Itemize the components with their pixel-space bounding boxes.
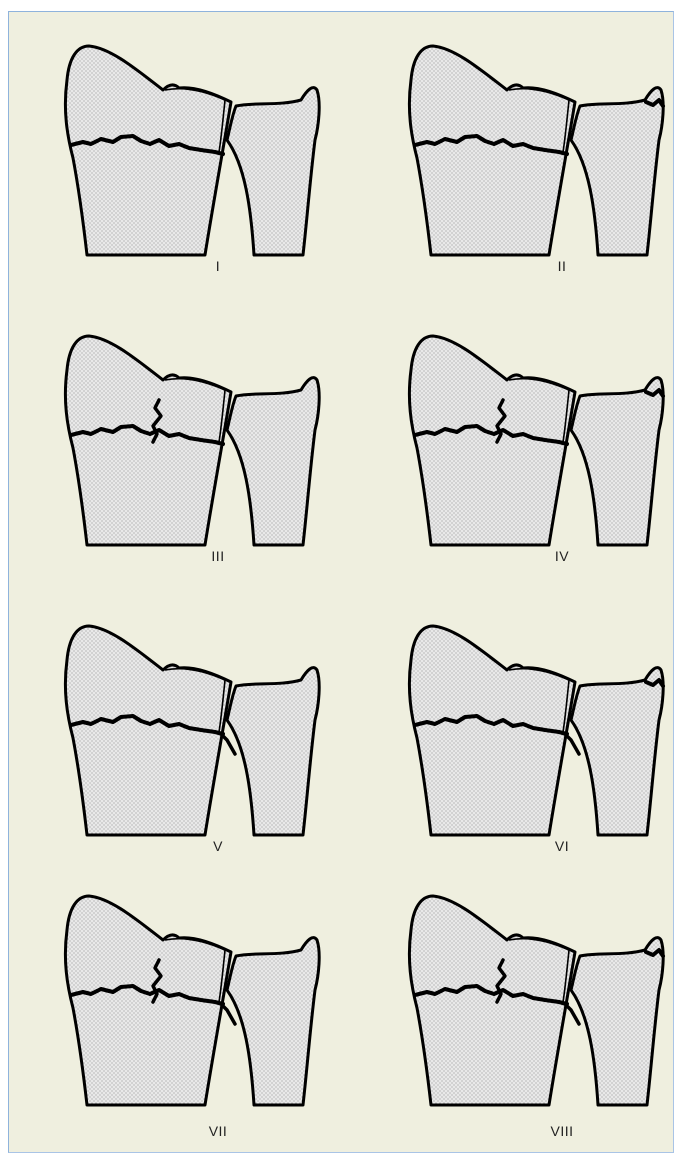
- panel-VII: VII: [55, 890, 355, 1166]
- ulna-bone: [227, 938, 319, 1105]
- wrist-group: [65, 626, 319, 835]
- ulna-bone: [227, 668, 319, 835]
- panel-III: III: [55, 330, 355, 606]
- ulna-bone: [227, 378, 319, 545]
- figure-frame: I II III IV V VI VII VIII: [8, 11, 674, 1153]
- panel-label-II: II: [558, 258, 567, 274]
- wrist-diagram-VII: [55, 890, 355, 1166]
- wrist-diagram-VI: [399, 620, 679, 896]
- wrist-diagram-I: [55, 40, 355, 316]
- panel-label-VII: VII: [209, 1123, 228, 1139]
- wrist-diagram-IV: [399, 330, 679, 606]
- panel-II: II: [399, 40, 679, 316]
- panel-I: I: [55, 40, 355, 316]
- panel-IV: IV: [399, 330, 679, 606]
- ulna-bone: [571, 668, 663, 835]
- panel-V: V: [55, 620, 355, 896]
- wrist-diagram-III: [55, 330, 355, 606]
- panel-VI: VI: [399, 620, 679, 896]
- panel-label-V: V: [213, 838, 223, 854]
- wrist-group: [409, 626, 663, 835]
- wrist-diagram-VIII: [399, 890, 679, 1166]
- wrist-group: [409, 336, 663, 545]
- ulna-bone: [227, 88, 319, 255]
- panel-label-VIII: VIII: [550, 1123, 573, 1139]
- panel-label-I: I: [216, 258, 220, 274]
- ulna-bone: [571, 378, 663, 545]
- ulna-bone: [571, 88, 663, 255]
- wrist-group: [65, 336, 319, 545]
- panel-label-VI: VI: [555, 838, 569, 854]
- wrist-group: [65, 896, 319, 1105]
- wrist-diagram-V: [55, 620, 355, 896]
- wrist-group: [409, 896, 663, 1105]
- ulna-bone: [571, 938, 663, 1105]
- wrist-diagram-II: [399, 40, 679, 316]
- panel-label-III: III: [211, 548, 224, 564]
- wrist-group: [65, 46, 319, 255]
- panel-VIII: VIII: [399, 890, 679, 1166]
- panel-label-IV: IV: [555, 548, 569, 564]
- wrist-group: [409, 46, 663, 255]
